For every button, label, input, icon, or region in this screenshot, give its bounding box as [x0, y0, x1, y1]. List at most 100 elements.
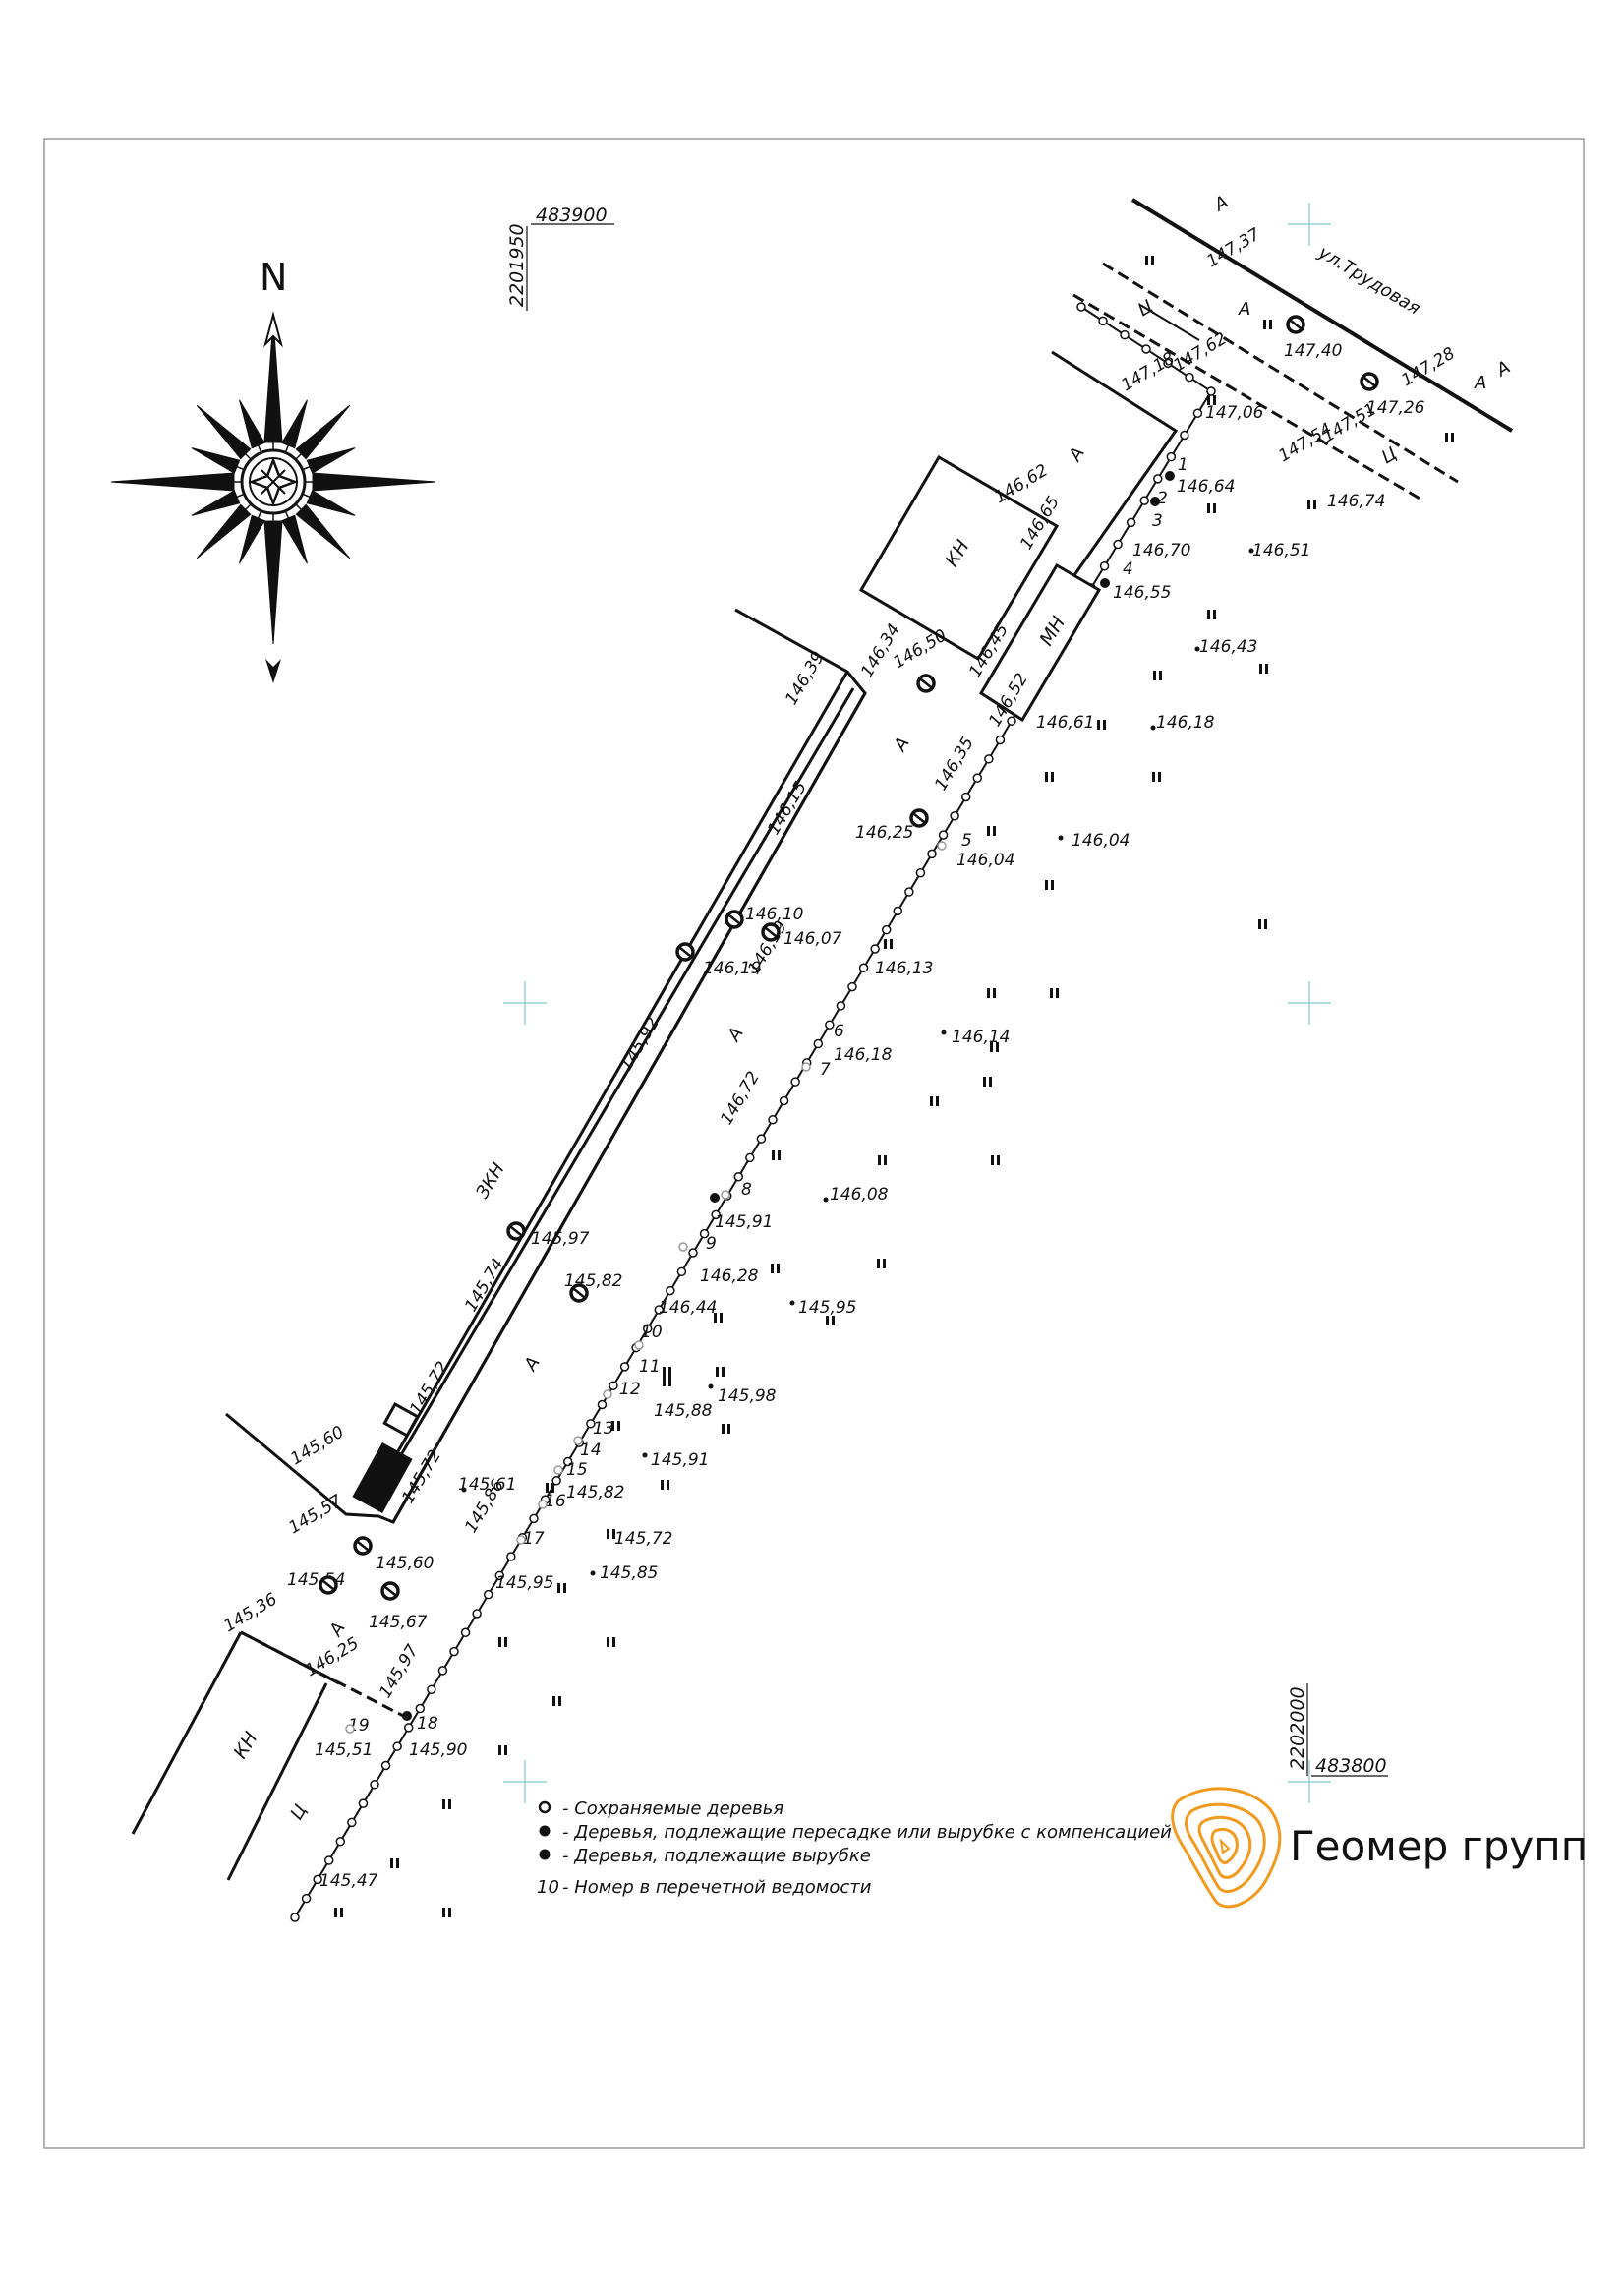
grass-mark: [884, 939, 887, 949]
elevation-label: 146,61: [1036, 713, 1094, 733]
elevation-label: 145,97: [376, 1641, 423, 1701]
fence-post-icon: [745, 1152, 755, 1163]
tree-number: 16: [545, 1492, 566, 1511]
elevation-label: 146,19: [703, 959, 761, 978]
grass-mark: [1097, 720, 1100, 730]
grass-mark: [714, 1313, 717, 1323]
tree-cut-icon: [1150, 497, 1160, 506]
tree-number: 2: [1157, 489, 1168, 508]
tree-cut-icon: [402, 1711, 412, 1721]
elevation-point-icon: [941, 1030, 947, 1035]
fence-post-icon: [1120, 329, 1130, 340]
tree-number: 1: [1178, 455, 1188, 475]
north-label: N: [260, 256, 287, 299]
elevation-label: 145,57: [285, 1491, 345, 1538]
grass-mark: [448, 1799, 451, 1809]
tree-number-marker-icon: [516, 1535, 526, 1545]
fence-post-icon: [1180, 430, 1189, 441]
elevation-label: 146,64: [1177, 477, 1235, 497]
fence-post-icon: [449, 1646, 459, 1657]
fence-post-icon: [562, 1456, 573, 1467]
fence-post-icon: [290, 1913, 300, 1922]
area-label: А: [724, 1024, 748, 1045]
fence-post-icon: [881, 924, 892, 935]
fence-post-icon: [654, 1305, 665, 1315]
elevation-label: 146,43: [1199, 637, 1257, 657]
street-side-line: [1139, 304, 1200, 341]
grass-mark: [612, 1529, 615, 1539]
grass-mark: [989, 1077, 992, 1087]
elevation-label: 146,44: [659, 1298, 717, 1318]
parcel-edge: [131, 1631, 243, 1835]
elevation-point-icon: [708, 1383, 714, 1389]
fence-post-icon: [756, 1134, 767, 1144]
grass-mark: [987, 988, 990, 998]
fence-post-icon: [619, 1362, 630, 1372]
grass-mark: [1263, 320, 1266, 329]
tree-number: 14: [580, 1441, 602, 1460]
grass-mark: [1259, 664, 1262, 674]
grass-mark: [1269, 320, 1272, 329]
area-label: А: [1210, 192, 1232, 216]
zkn-label: ЗКН: [472, 1159, 509, 1203]
fence-post-icon: [586, 1419, 596, 1429]
line-label: Ц: [286, 1801, 311, 1824]
fence-post-icon: [323, 1855, 334, 1865]
fence-post-icon: [1126, 517, 1136, 528]
tree-number-marker-icon: [634, 1340, 644, 1350]
elevation-label: 146,39: [782, 648, 829, 708]
elevation-point-icon: [1248, 548, 1254, 554]
fence-post-icon: [836, 1001, 846, 1011]
elevation-point-icon: [789, 1300, 795, 1306]
legend-cut: - Деревья, подлежащие вырубке: [562, 1846, 871, 1866]
elevation-label: 146,13: [875, 959, 933, 978]
elevation-label: 147,06: [1205, 403, 1264, 423]
fence-post-icon: [529, 1513, 539, 1524]
tree-number-marker-icon: [678, 1242, 688, 1252]
elevation-label: 145,97: [531, 1229, 590, 1249]
grass-mark: [991, 1155, 994, 1165]
grass-mark: [722, 1424, 725, 1434]
elevation-point-icon: [642, 1452, 648, 1458]
elevation-label: 147,40: [1284, 341, 1342, 361]
fence-post-icon: [335, 1836, 346, 1847]
street-curb-dashed: [1102, 262, 1459, 484]
fence-post-icon: [1098, 316, 1108, 326]
grass-mark: [448, 1908, 451, 1917]
grass-mark: [777, 1264, 780, 1273]
grass-mark: [498, 1745, 501, 1755]
fence-post-icon: [380, 1760, 391, 1771]
fence-post-icon: [927, 849, 937, 859]
grass-mark: [890, 939, 893, 949]
elevation-label: 146,55: [1113, 583, 1171, 603]
grass-mark: [832, 1316, 835, 1325]
grass-mark: [612, 1637, 615, 1647]
grass-mark: [1045, 880, 1048, 890]
grass-mark: [661, 1480, 664, 1490]
grass-mark: [1152, 772, 1155, 782]
grass-mark: [997, 1155, 1000, 1165]
fence-post-icon: [1076, 302, 1086, 312]
legend-number-text: - Номер в перечетной ведомости: [562, 1877, 872, 1898]
grid-cross: [503, 981, 547, 1025]
tree-number-marker-icon: [345, 1724, 355, 1734]
grass-mark: [1445, 433, 1448, 442]
grass-mark: [877, 1259, 880, 1268]
tree-number: 8: [741, 1180, 752, 1200]
elevation-label: 146,14: [952, 1028, 1010, 1047]
kept-tree-icon: [538, 1800, 551, 1814]
grass-mark: [334, 1908, 337, 1917]
fence-post-icon: [995, 735, 1006, 745]
tree-number-marker-icon: [721, 1190, 730, 1200]
fence-post-icon: [427, 1684, 436, 1694]
fence-post-icon: [313, 1874, 322, 1885]
elevation-label: 146,51: [1252, 541, 1310, 560]
fence-post-icon: [1113, 539, 1123, 550]
grass-mark: [668, 1367, 671, 1377]
elevation-label: 146,70: [1132, 541, 1190, 560]
coord-x-top: 483900: [536, 205, 608, 226]
tree-number: 18: [417, 1714, 438, 1734]
grass-mark: [771, 1264, 774, 1273]
grass-mark: [993, 826, 996, 836]
grass-mark: [340, 1908, 343, 1917]
